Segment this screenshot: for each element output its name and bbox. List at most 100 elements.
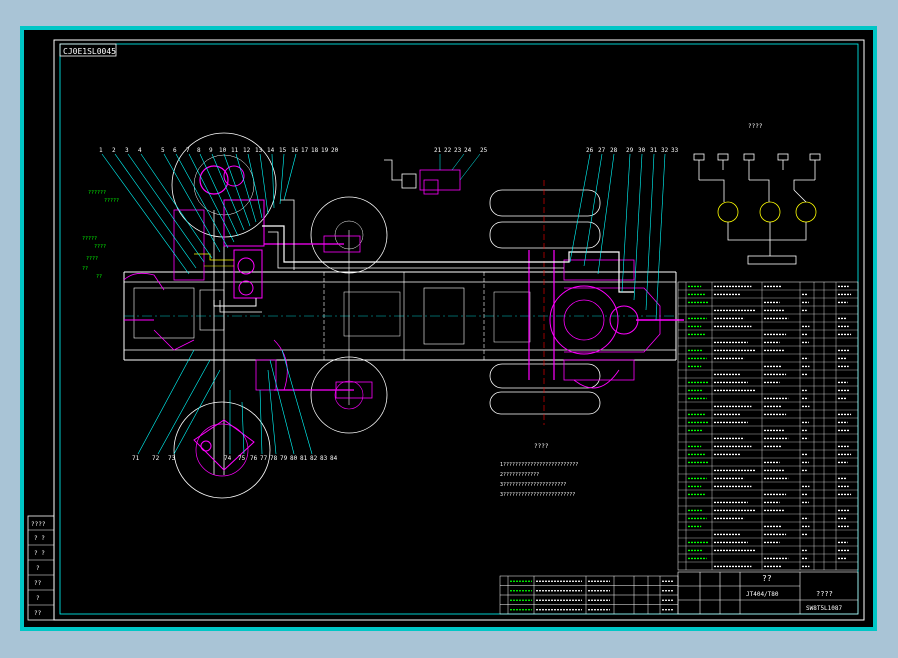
callouts-top-center: 25 24 23 22 21 (434, 147, 488, 154)
callout: 22 (444, 147, 452, 154)
front-brake-assembly (123, 165, 373, 471)
pneumatic-schematic: ???? (693, 123, 821, 265)
callout: 73 (168, 455, 176, 462)
callout: 20 (331, 147, 339, 154)
callout: 2 (112, 147, 116, 154)
svg-text:3????????????????????????: 3???????????????????????? (500, 492, 575, 498)
svg-text:?: ? (36, 565, 40, 572)
inner-border (59, 43, 859, 615)
callouts-bottom: 71 72 73 74 75 76 77 78 79 80 81 82 83 8… (132, 455, 338, 462)
callout: 78 (270, 455, 278, 462)
callout: 77 (260, 455, 268, 462)
svg-text:??: ?? (96, 274, 102, 280)
callout: 80 (290, 455, 298, 462)
callout: 24 (464, 147, 472, 154)
rear-axle-assembly (528, 180, 684, 425)
svg-text:??: ?? (34, 610, 42, 617)
air-brake-lines (194, 199, 634, 313)
rear-tyre-2 (489, 363, 601, 389)
callout: 29 (626, 147, 634, 154)
title-text: ?? (762, 574, 772, 583)
callout: 10 (219, 147, 227, 154)
callout: 31 (650, 147, 658, 154)
callout: 5 (161, 147, 165, 154)
svg-text:????: ???? (94, 244, 106, 250)
callout: 4 (138, 147, 142, 154)
svg-text:????: ???? (86, 256, 98, 262)
assembly-drawing: CJ0E1SL0045 ???? ? ? ? ? ? ?? ? ?? (27, 39, 865, 621)
lower-parts-table (499, 575, 679, 615)
svg-text:?????: ????? (104, 198, 119, 204)
callout: 13 (255, 147, 263, 154)
callout: 79 (280, 455, 288, 462)
svg-text:? ?: ? ? (34, 535, 45, 542)
svg-text:2????????????: 2???????????? (500, 472, 539, 478)
rear-tyre-1 (489, 189, 601, 217)
svg-text:?: ? (36, 595, 40, 602)
chassis-frame (123, 210, 677, 475)
wheel-mid-bottom (310, 356, 388, 434)
callout: 75 (238, 455, 246, 462)
callout: 83 (320, 455, 328, 462)
callout: 26 (586, 147, 594, 154)
part-labels-left: ?????? ????? ????? ???? ???? ?? ?? (82, 190, 119, 280)
notes: 1????????????????????????? 2????????????… (500, 462, 578, 498)
callout: 76 (250, 455, 258, 462)
callout: 81 (300, 455, 308, 462)
parts-list-rows (688, 285, 852, 568)
callout: 8 (197, 147, 201, 154)
callout: 28 (610, 147, 618, 154)
svg-text:??: ?? (34, 580, 42, 587)
leader-lines (101, 153, 666, 455)
callout: 72 (152, 455, 160, 462)
svg-text:????: ???? (31, 521, 46, 528)
cad-window-frame: CJ0E1SL0045 ???? ? ? ? ? ? ?? ? ?? (20, 26, 877, 631)
callout: 33 (671, 147, 679, 154)
callout: 17 (301, 147, 309, 154)
callout: 7 (186, 147, 190, 154)
svg-text:?????: ????? (82, 236, 97, 242)
callout: 3 (125, 147, 129, 154)
callout: 15 (279, 147, 287, 154)
wheel-mid-top (310, 196, 388, 274)
company-text: ???? (816, 590, 833, 598)
callout: 25 (480, 147, 488, 154)
wheels (171, 132, 601, 499)
callout: 21 (434, 147, 442, 154)
callout: 74 (224, 455, 232, 462)
grade-text: JT404/T80 (746, 591, 779, 598)
callout: 1 (99, 147, 103, 154)
outer-border (53, 39, 865, 621)
callout: 9 (209, 147, 213, 154)
drawing-number: SW8T5L1087 (806, 605, 843, 612)
svg-text:1?????????????????????????: 1????????????????????????? (500, 462, 578, 468)
callout: 12 (243, 147, 251, 154)
callouts-top-right: 26 27 28 29 30 31 32 33 (586, 147, 679, 154)
callout: 71 (132, 455, 140, 462)
callout: 32 (661, 147, 669, 154)
callout: 30 (638, 147, 646, 154)
callout: 14 (267, 147, 275, 154)
callout: 27 (598, 147, 606, 154)
callout: 16 (291, 147, 299, 154)
code-stamp: CJ0E1SL0045 (63, 47, 116, 56)
svg-text:? ?: ? ? (34, 550, 45, 557)
parts-list-table (677, 281, 859, 571)
svg-text:??????: ?????? (88, 190, 106, 196)
callout: 82 (310, 455, 318, 462)
callout: 11 (231, 147, 239, 154)
svg-text:??: ?? (82, 266, 88, 272)
title-block: ?? JT404/T80 ???? SW8T5L1087 (677, 571, 859, 615)
callout: 18 (311, 147, 319, 154)
callout: 19 (321, 147, 329, 154)
callout: 23 (454, 147, 462, 154)
callouts-top-left: 1 2 3 4 5 6 7 8 9 10 11 12 13 14 15 16 1… (99, 147, 339, 154)
callout: 84 (330, 455, 338, 462)
left-strip: ???? ? ? ? ? ? ?? ? ?? (27, 515, 55, 621)
callout: 6 (173, 147, 177, 154)
svg-text:3?????????????????????: 3????????????????????? (500, 482, 566, 488)
wheel-front-bottom (173, 401, 271, 499)
drawing-sheet[interactable]: CJ0E1SL0045 ???? ? ? ? ? ? ?? ? ?? (24, 30, 873, 627)
schematic-title: ???? (748, 123, 763, 130)
center-label: ???? (534, 443, 549, 450)
